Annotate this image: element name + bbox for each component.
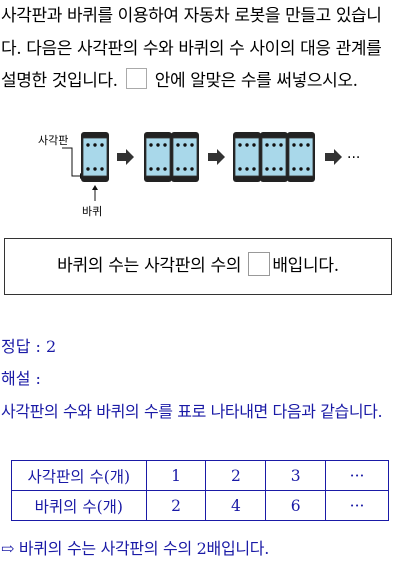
table-cell: 6 [265,490,327,521]
answer-blank [248,252,271,276]
problem-text: 사각판과 바퀴를 이용하여 자동차 로봇을 만들고 있습니다. 다음은 사각판의… [1,0,399,98]
table-cell: 2 [205,460,267,491]
table-cell: ··· [325,490,389,521]
statement-box: 바퀴의 수는 사각판의 수의 배입니다. [4,238,392,295]
arrow-1-icon [117,149,134,165]
explanation-label: 해설 : [1,369,41,388]
conclusion-text: ⇨ 바퀴의 수는 사각판의 수의 2배입니다. [1,539,270,558]
car-3-plates [232,131,316,183]
explanation-body: 사각판의 수와 바퀴의 수를 표로 나타내면 다음과 같습니다. [1,402,383,421]
table-cell: 2 [145,490,207,521]
table-row-wheels: 바퀴의 수(개) 2 4 6 ··· [11,490,389,521]
car-2-plates [143,131,200,183]
problem-text-before: 사각판과 바퀴를 이용하여 자동차 로봇을 만들고 있습니다. 다음은 사각판의… [1,6,382,91]
table-cell: 4 [205,490,267,521]
table-cell: ··· [325,460,389,491]
table-row-plates: 사각판의 수(개) 1 2 3 ··· [11,460,389,491]
table-header-plates: 사각판의 수(개) [11,460,147,491]
table-cell: 1 [145,460,207,491]
plate-label: 사각판 [38,134,68,147]
answer-label: 정답 : 2 [1,337,57,356]
wheel-label: 바퀴 [82,205,102,218]
statement-before: 바퀴의 수는 사각판의 수의 [57,256,242,276]
arrow-2-icon [208,149,225,165]
answer-blank-inline [125,68,147,89]
arrow-3-icon [325,149,342,165]
illustration-ellipsis: ··· [347,150,360,166]
table-header-wheels: 바퀴의 수(개) [11,490,147,521]
statement-after: 배입니다. [272,256,339,276]
car-1-plate [80,131,110,183]
correspondence-table: 사각판의 수(개) 1 2 3 ··· 바퀴의 수(개) 2 4 6 ··· [11,460,389,521]
problem-text-after: 안에 알맞은 수를 써넣으시오. [154,71,358,91]
robot-illustration: 사각판 바퀴 ··· [38,131,360,218]
table-cell: 3 [265,460,327,491]
